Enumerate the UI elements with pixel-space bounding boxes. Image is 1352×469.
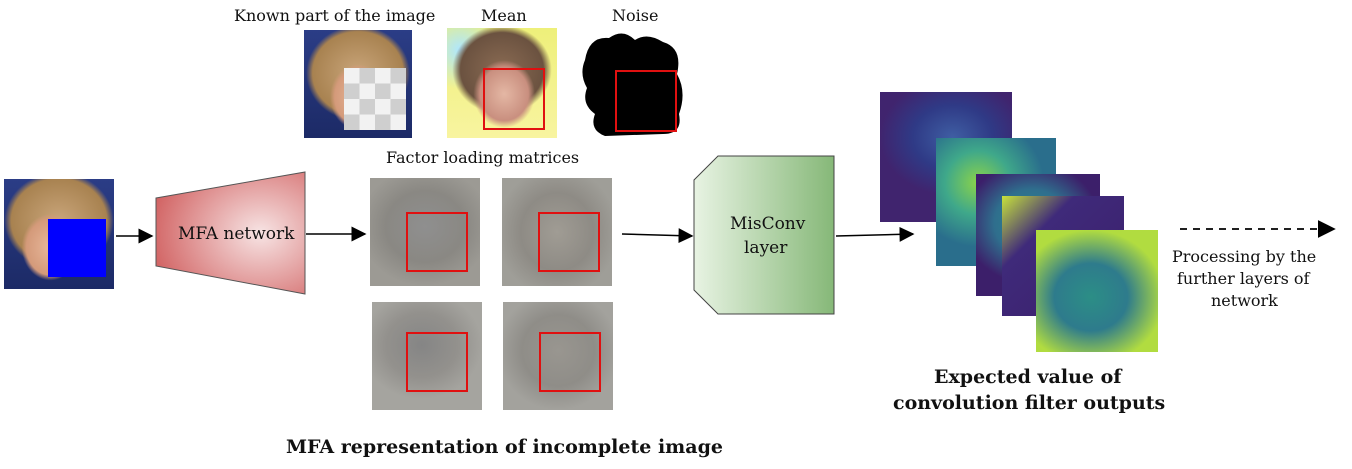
arrow-factors-to-misconv <box>621 228 694 244</box>
factor-2-highlight-box <box>538 212 600 272</box>
factor-matrix-1 <box>370 178 480 286</box>
mfa-network-block <box>155 171 306 295</box>
mean-label: Mean <box>481 6 527 25</box>
noise-image <box>579 30 687 138</box>
factor-matrix-2 <box>502 178 612 286</box>
expected-value-label-line2: convolution filter outputs <box>893 392 1166 414</box>
checker-mask <box>344 68 406 130</box>
factor-1-highlight-box <box>406 212 468 272</box>
factor-matrix-4 <box>503 302 613 410</box>
misconv-block <box>693 155 835 315</box>
mfa-network-label: MFA network <box>178 224 295 244</box>
processing-label-line1: Processing by the <box>1172 247 1317 266</box>
factor-3-highlight-box <box>406 332 468 392</box>
processing-label-line2: further layers of <box>1177 269 1310 288</box>
known-part-label: Known part of the image <box>234 6 436 25</box>
known-part-image <box>304 30 412 138</box>
processing-label-line3: network <box>1211 291 1278 310</box>
missing-region-mask <box>48 219 106 277</box>
arrow-misconv-to-maps <box>835 226 915 242</box>
noise-label: Noise <box>612 6 659 25</box>
mean-highlight-box <box>483 68 545 130</box>
mean-image <box>447 28 557 138</box>
masked-input-image <box>4 179 114 289</box>
misconv-label-line1: MisConv <box>730 214 806 234</box>
mfa-representation-caption: MFA representation of incomplete image <box>286 436 723 458</box>
noise-highlight-box <box>615 70 677 132</box>
factor-matrix-3 <box>372 302 482 410</box>
factor-loading-label: Factor loading matrices <box>386 148 580 167</box>
feature-map-5 <box>1036 230 1158 352</box>
expected-value-label-line1: Expected value of <box>934 366 1122 388</box>
factor-4-highlight-box <box>539 332 601 392</box>
misconv-label-line2: layer <box>744 238 788 258</box>
